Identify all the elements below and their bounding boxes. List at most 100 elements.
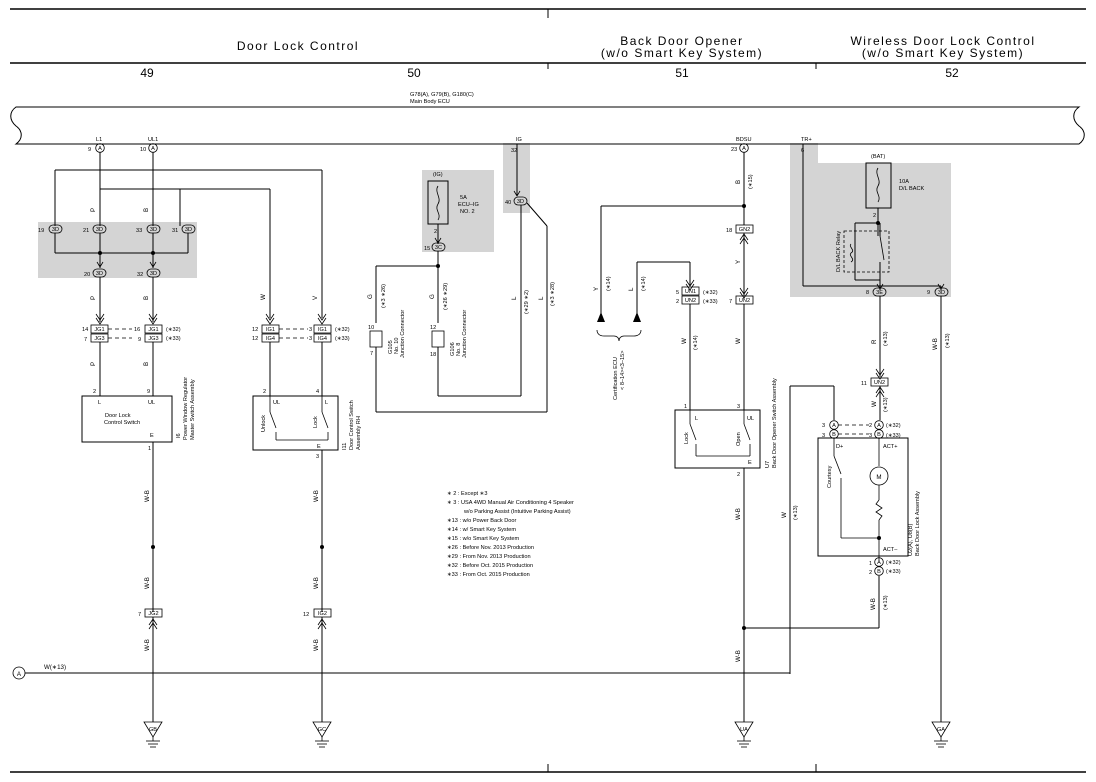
- component-code: U2(A), U8(B): [908, 524, 914, 556]
- conn-label: A: [742, 146, 746, 152]
- junction-connector-g106: 12 18 G106 No. 8 Junction Connector: [430, 310, 468, 358]
- note-label: (∗14): [641, 276, 647, 291]
- column-52-wiring: (BAT) 10A D/L BACK 2 D/L BACK Relay 8 3E…: [742, 144, 951, 722]
- conn-b-letter: B: [877, 569, 881, 575]
- header-subtitle-back-door: (w/o Smart Key System): [601, 46, 763, 60]
- component-code: G106: [450, 342, 456, 356]
- column-number-52: 52: [945, 66, 959, 80]
- pin-label: 3: [316, 454, 319, 460]
- column-number-49: 49: [140, 66, 154, 80]
- note-label: (∗13): [883, 595, 889, 610]
- pin-label: 2: [869, 423, 872, 429]
- note-label: (∗32): [703, 290, 718, 296]
- legend-line: ∗29 : From Nov. 2013 Production: [447, 554, 531, 560]
- component-name: Door Lock: [105, 413, 131, 419]
- component-desc: Junction Connector: [400, 310, 406, 358]
- pin-label: 2: [869, 570, 872, 576]
- pin-label: 1: [869, 561, 872, 567]
- pin-label: 12: [303, 612, 309, 618]
- legend-line: ∗13 : w/o Power Back Door: [447, 518, 516, 524]
- pin-label: 40: [505, 200, 511, 206]
- wire-color-l: L: [511, 296, 518, 300]
- terminal-dplus: D+: [836, 444, 843, 450]
- header-title-wireless: Wireless Door Lock Control: [850, 34, 1035, 48]
- pin-label: 9: [88, 147, 91, 153]
- pin-label: 18: [726, 228, 732, 234]
- switch-label-open: Open: [736, 432, 742, 446]
- component-name: Certification ECU: [613, 357, 619, 400]
- conn-label: IG1: [266, 327, 275, 333]
- conn-label: IG1: [318, 327, 327, 333]
- note-label: (∗13): [793, 505, 799, 520]
- conn-label: IG2: [318, 611, 327, 617]
- wire-color-w: W: [871, 401, 878, 407]
- pin-label: 9: [138, 337, 141, 343]
- conn-label: JG1: [94, 327, 104, 333]
- terminal-l: L: [98, 400, 101, 406]
- component-desc: Junction Connector: [462, 310, 468, 358]
- pin-label: 1: [684, 404, 687, 410]
- pin-label: 19: [38, 228, 44, 234]
- switch-label-lock: Lock: [684, 432, 690, 444]
- note-label: (∗33): [166, 336, 181, 342]
- ecu-codes: G78(A), G79(B), G180(C): [410, 92, 474, 98]
- pin-label: 3: [309, 327, 312, 333]
- pin-label: 7: [84, 337, 87, 343]
- component-desc: Back Door Opener Switch Assembly: [772, 378, 778, 468]
- fuse-name: D/L BACK: [899, 186, 925, 192]
- component-desc: Assembly RH: [356, 416, 362, 450]
- pin-label: 7: [370, 351, 373, 357]
- column-50-wiring: (IG) 5A ECU–IG NO. 2 2 15 3C G (∗3 ∗26) …: [367, 144, 556, 413]
- pin-label: 12: [252, 336, 258, 342]
- pin-label: 18: [430, 352, 436, 358]
- terminal-label-bdsu: BDSU: [736, 137, 752, 143]
- conn-label: 3D: [150, 271, 157, 277]
- fuse-name: ECU–IG: [458, 202, 479, 208]
- legend-line: ∗ 2 : Except ∗3: [447, 491, 487, 497]
- fuse-amp: 5A: [460, 195, 467, 201]
- pin-label: 3: [869, 433, 872, 439]
- pin-label: 2: [737, 472, 740, 478]
- header-subtitle-wireless: (w/o Smart Key System): [862, 46, 1024, 60]
- door-lock-control-switch: 2 9 L UL Door Lock Control Switch E 1 I6…: [81, 377, 196, 452]
- back-door-opener-switch: 1 3 L UL Lock Open E 2 U7 Back Door Open…: [674, 378, 778, 478]
- terminal-e: E: [317, 444, 321, 450]
- legend: ∗ 2 : Except ∗3 ∗ 3 : USA 4WD Manual Air…: [447, 491, 574, 578]
- pin-label: 23: [731, 147, 737, 153]
- conn-label: 3C: [435, 245, 442, 251]
- pin-label: 15: [424, 246, 430, 252]
- legend-line: ∗ 3 : USA 4WD Manual Air Conditioning 4 …: [447, 500, 574, 506]
- pin-label: 2: [676, 299, 679, 305]
- note-label: (∗33): [335, 336, 350, 342]
- legend-line: w/o Parking Assist (Intuitive Parking As…: [463, 509, 571, 515]
- component-code: I6: [176, 433, 182, 438]
- pin-label: 2: [263, 389, 266, 395]
- pin-label: 7: [138, 612, 141, 618]
- pin-label: 14: [82, 327, 88, 333]
- terminal-ul: UL: [148, 400, 155, 406]
- legend-line: ∗33 : From Oct. 2015 Production: [447, 572, 530, 578]
- junction-3d-top: 19 3D 21 3D 33 3D 31 3D: [38, 224, 196, 234]
- note-label: (∗32): [886, 423, 901, 429]
- conn-label: A: [98, 146, 102, 152]
- pin-label: 4: [316, 389, 319, 395]
- component-code: G105: [388, 340, 394, 354]
- pin-label: 20: [84, 272, 90, 278]
- ground-label: GC: [318, 727, 326, 733]
- note-label: (∗13): [883, 397, 889, 412]
- wire-color-w: W: [781, 512, 788, 518]
- terminal-e: E: [150, 433, 154, 439]
- header-title-door-lock: Door Lock Control: [237, 39, 359, 53]
- pin-label: 10: [368, 325, 374, 331]
- wire-color-r: R: [871, 339, 878, 344]
- wire-color-b: B: [143, 296, 150, 300]
- pin-label: 16: [134, 327, 140, 333]
- wire-color-wb: W-B: [870, 598, 877, 610]
- note-label: (∗13): [945, 333, 951, 348]
- conn-label: JG3: [148, 336, 158, 342]
- terminal-label-trplus: TR+: [801, 137, 812, 143]
- ground-label: GA: [937, 727, 945, 733]
- connector-ig1-ig4: 12 IG1 12 IG4 3 3 IG1 IG4 (∗32) (∗33): [252, 324, 350, 343]
- pin-label: 1: [148, 446, 151, 452]
